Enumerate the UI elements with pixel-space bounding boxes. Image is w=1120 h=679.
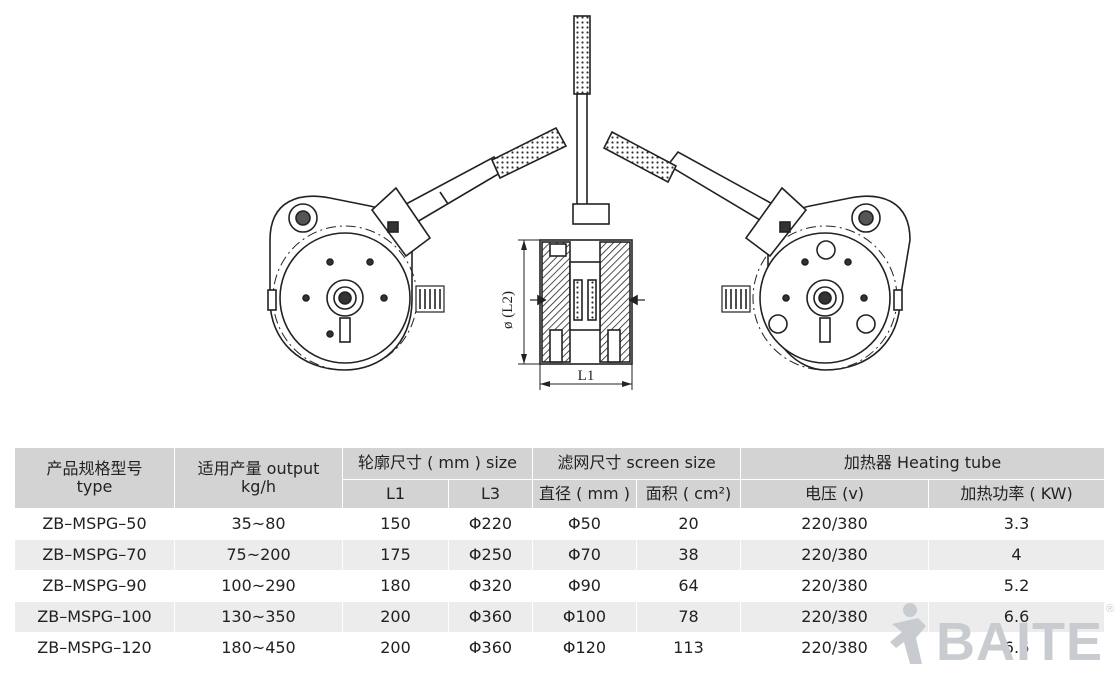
header-area: 面积 ( cm²) xyxy=(635,479,742,509)
cell-output: 75~200 xyxy=(174,539,343,571)
table-row: ZB–MSPG–70 75~200 175 Φ250 Φ70 38 220/38… xyxy=(14,539,1106,571)
cell-l1: 150 xyxy=(342,508,449,540)
cell-model: ZB–MSPG–120 xyxy=(14,632,175,664)
cell-output: 35~80 xyxy=(174,508,343,540)
table-row: ZB–MSPG–120 180~450 200 Φ360 Φ120 113 22… xyxy=(14,632,1106,664)
header-l3: L3 xyxy=(448,479,533,509)
cell-l3: Φ220 xyxy=(448,508,533,540)
cell-l3: Φ360 xyxy=(448,601,533,633)
cell-diameter: Φ90 xyxy=(532,570,637,602)
cell-model: ZB–MSPG–90 xyxy=(14,570,175,602)
dim-length-label: L1 xyxy=(578,368,595,384)
cell-area: 64 xyxy=(635,570,742,602)
cell-area: 78 xyxy=(635,601,742,633)
cell-output: 180~450 xyxy=(174,632,343,664)
table-row: ZB–MSPG–100 130~350 200 Φ360 Φ100 78 220… xyxy=(14,601,1106,633)
figure-icon xyxy=(890,603,926,664)
vertical-handle xyxy=(572,15,610,225)
cell-power: 4 xyxy=(928,539,1106,571)
cell-voltage: 220/380 xyxy=(740,508,930,540)
cell-diameter: Φ120 xyxy=(532,632,637,664)
cell-output: 100~290 xyxy=(174,570,343,602)
baite-logo-watermark: BAITE ® xyxy=(890,603,1114,670)
cell-power: 6.6 xyxy=(928,601,1106,633)
cell-diameter: Φ70 xyxy=(532,539,637,571)
dim-height-label: ø (L2) xyxy=(500,291,516,329)
header-diameter: 直径 ( mm ) xyxy=(532,479,637,509)
table-row: ZB–MSPG–50 35~80 150 Φ220 Φ50 20 220/380… xyxy=(14,508,1106,540)
cell-model: ZB–MSPG–50 xyxy=(14,508,175,540)
spec-table: 产品规格型号 type 适用产量 output kg/h 轮廓尺寸 ( mm )… xyxy=(14,447,1106,664)
cell-l1: 180 xyxy=(342,570,449,602)
cell-area: 20 xyxy=(635,508,742,540)
header-heating: 加热器 Heating tube xyxy=(740,447,1106,480)
brand-text: BAITE xyxy=(936,612,1103,670)
cell-voltage: 220/380 xyxy=(740,539,930,571)
cell-output: 130~350 xyxy=(174,601,343,633)
cell-area: 113 xyxy=(635,632,742,664)
left-view xyxy=(267,126,568,371)
cell-l3: Φ250 xyxy=(448,539,533,571)
center-section xyxy=(518,239,645,390)
cell-area: 38 xyxy=(635,539,742,571)
cell-voltage: 220/380 xyxy=(740,632,930,664)
cell-diameter: Φ50 xyxy=(532,508,637,540)
header-size: 轮廓尺寸 ( mm ) size xyxy=(342,447,533,480)
cell-l3: Φ360 xyxy=(448,632,533,664)
header-power: 加热功率 ( KW) xyxy=(928,479,1106,509)
cell-diameter: Φ100 xyxy=(532,601,637,633)
table-row: ZB–MSPG–90 100~290 180 Φ320 Φ90 64 220/3… xyxy=(14,570,1106,602)
right-view xyxy=(602,130,911,371)
header-output: 适用产量 output kg/h xyxy=(174,447,343,509)
cell-power: 3.3 xyxy=(928,508,1106,540)
cell-power: 6.6 xyxy=(928,632,1106,664)
cell-power: 5.2 xyxy=(928,570,1106,602)
header-model: 产品规格型号 type xyxy=(14,447,175,509)
header-l1: L1 xyxy=(342,479,449,509)
cell-model: ZB–MSPG–70 xyxy=(14,539,175,571)
registered-mark: ® xyxy=(1106,603,1114,615)
cell-l3: Φ320 xyxy=(448,570,533,602)
cell-voltage: 220/380 xyxy=(740,570,930,602)
screen-changer-drawing: ø (L2) L1 xyxy=(267,15,911,390)
header-screen: 滤网尺寸 screen size xyxy=(531,447,742,480)
cell-l1: 200 xyxy=(342,632,449,664)
cell-model: ZB–MSPG–100 xyxy=(14,601,175,633)
cell-l1: 175 xyxy=(342,539,449,571)
header-voltage: 电压 (v) xyxy=(740,479,930,509)
cell-l1: 200 xyxy=(342,601,449,633)
